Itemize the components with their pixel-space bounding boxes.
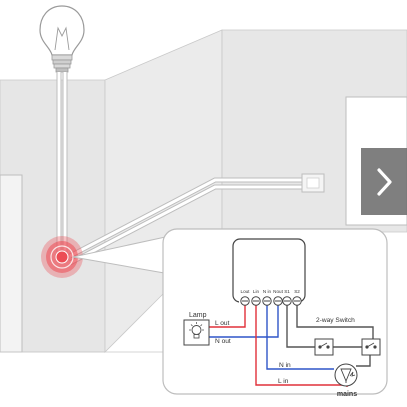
wire-switch-mains — [356, 355, 371, 367]
terminal-label-s2: S2 — [294, 289, 300, 294]
terminal-label-lin: Lin — [253, 289, 260, 294]
terminal-label-lout: Lout — [241, 289, 251, 294]
terminal-label-s1: S1 — [284, 289, 290, 294]
terminal-labels: Lout Lin N in Nout S1 S2 — [241, 289, 301, 294]
wall-switch-icon — [301, 173, 325, 193]
l-out-label: L out — [215, 320, 230, 327]
switch-cable — [68, 177, 302, 266]
wire-n-out — [209, 305, 279, 338]
n-in-label: N in — [279, 362, 291, 369]
ceiling-cable — [56, 72, 68, 252]
switch-label: 2-way Switch — [316, 317, 355, 324]
wire-s1 — [286, 305, 316, 348]
two-way-switch-right-icon — [361, 338, 381, 356]
terminal-lout — [240, 296, 250, 306]
wire-n-in — [266, 305, 334, 370]
terminal-s1 — [282, 296, 292, 306]
lamp-icon — [183, 319, 210, 346]
terminal-s2 — [292, 296, 302, 306]
n-out-label: N out — [215, 338, 231, 345]
terminal-lin — [251, 296, 261, 306]
next-slide-button[interactable] — [361, 148, 407, 215]
terminal-nin — [262, 296, 272, 306]
lamp-label: Lamp — [189, 312, 207, 319]
wire-s2 — [296, 305, 374, 339]
smart-switch-module — [232, 238, 306, 304]
terminal-label-nout: Nout — [273, 289, 283, 294]
mains-label: mains — [337, 391, 357, 398]
junction-highlight-icon — [41, 236, 83, 278]
terminal-nout — [273, 296, 283, 306]
chevron-right-icon — [377, 167, 392, 196]
wire-l-out — [209, 305, 246, 328]
l-in-label: L in — [278, 378, 289, 385]
terminal-screws — [240, 296, 302, 306]
mains-icon — [334, 363, 358, 387]
terminal-label-nin: N in — [263, 289, 272, 294]
two-way-switch-left-icon — [314, 338, 334, 356]
light-bulb-icon — [39, 5, 85, 73]
